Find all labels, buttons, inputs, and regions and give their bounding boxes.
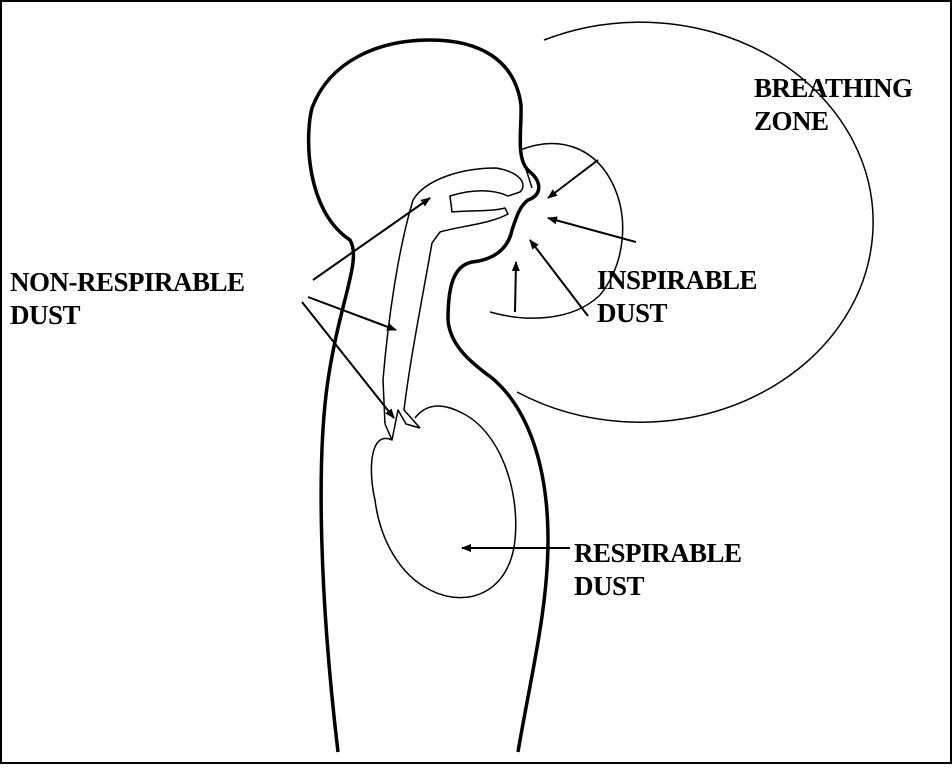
arrow-non-respirable-bronchi (302, 302, 394, 418)
arrow-inspirable-4 (515, 262, 516, 312)
label-breathing-zone-line1: BREATHING (754, 72, 913, 105)
airway-tube (383, 200, 432, 428)
arrow-inspirable-3 (530, 240, 588, 316)
label-inspirable-dust-line2: DUST (597, 297, 757, 330)
label-non-respirable-dust-line2: DUST (10, 299, 245, 332)
arrow-non-respirable-nose (313, 198, 430, 280)
label-breathing-zone-line2: ZONE (754, 105, 913, 138)
head-body-outline (309, 40, 548, 752)
label-inspirable-dust-line1: INSPIRABLE (597, 264, 757, 297)
label-non-respirable-dust: NON-RESPIRABLE DUST (10, 266, 245, 332)
airway-upper (413, 168, 523, 243)
arrow-inspirable-1 (548, 160, 598, 198)
label-respirable-dust-line1: RESPIRABLE (574, 537, 742, 570)
label-respirable-dust: RESPIRABLE DUST (574, 537, 742, 603)
label-non-respirable-dust-line1: NON-RESPIRABLE (10, 266, 245, 299)
label-breathing-zone: BREATHING ZONE (754, 72, 913, 138)
label-respirable-dust-line2: DUST (574, 570, 742, 603)
label-inspirable-dust: INSPIRABLE DUST (597, 264, 757, 330)
